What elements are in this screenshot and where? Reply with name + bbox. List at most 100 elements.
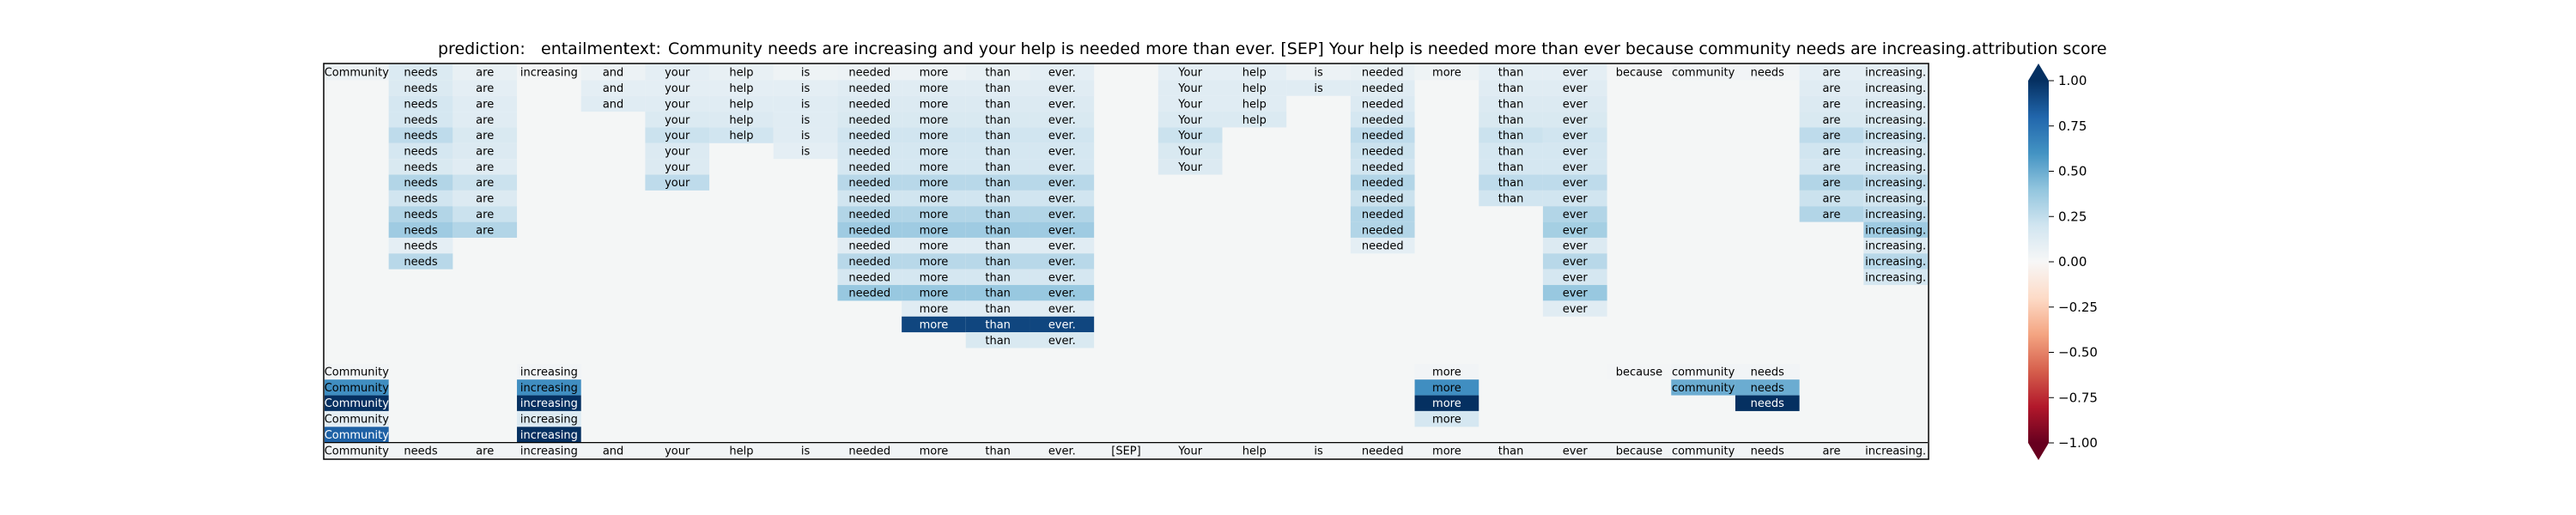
token-label: than bbox=[1498, 114, 1524, 127]
heatmap-cell bbox=[1030, 112, 1095, 128]
token-label: needs bbox=[404, 177, 437, 190]
heatmap-cell bbox=[1222, 112, 1287, 128]
token-label: more bbox=[920, 209, 949, 221]
heatmap-cell bbox=[517, 363, 581, 380]
heatmap-cell bbox=[965, 142, 1030, 160]
token-label: increasing. bbox=[1865, 67, 1926, 80]
token-label: Your bbox=[1177, 145, 1202, 158]
token-label: [SEP] bbox=[1111, 445, 1140, 457]
token-label: are bbox=[1822, 67, 1840, 80]
token-label: ever bbox=[1563, 256, 1589, 269]
token-label: Community bbox=[325, 382, 390, 395]
heatmap-cell bbox=[965, 174, 1030, 191]
token-label: needs bbox=[404, 130, 437, 142]
token-label: are bbox=[476, 67, 494, 80]
colorbar-tick-label: 0.00 bbox=[2058, 254, 2087, 270]
token-label: needed bbox=[848, 161, 890, 174]
heatmap-cell bbox=[1350, 206, 1415, 222]
heatmap-cell bbox=[773, 142, 838, 160]
heatmap-cell bbox=[1735, 64, 1800, 81]
token-label: are bbox=[476, 177, 494, 190]
token-label: needs bbox=[1751, 397, 1784, 410]
heatmap-cell bbox=[1222, 442, 1287, 458]
token-label: more bbox=[1432, 67, 1461, 80]
heatmap-cell bbox=[902, 112, 966, 128]
token-label: increasing. bbox=[1865, 114, 1926, 127]
token-label: increasing. bbox=[1865, 193, 1926, 206]
token-label: needed bbox=[1362, 224, 1404, 237]
heatmap-cell bbox=[1030, 80, 1095, 96]
heatmap-cell bbox=[1799, 206, 1864, 222]
token-label: are bbox=[1822, 82, 1840, 95]
token-label: needed bbox=[1362, 82, 1404, 95]
token-label: are bbox=[476, 209, 494, 221]
heatmap-cell bbox=[902, 269, 966, 286]
heatmap-cell bbox=[1863, 112, 1928, 128]
heatmap-cell bbox=[1414, 395, 1479, 411]
heatmap-cell bbox=[965, 442, 1030, 458]
token-label: needed bbox=[848, 209, 890, 221]
heatmap-cell bbox=[902, 285, 966, 301]
token-label: more bbox=[920, 114, 949, 127]
token-label: Community bbox=[325, 397, 390, 410]
token-label: more bbox=[920, 98, 949, 111]
token-label: help bbox=[1242, 82, 1267, 95]
token-label: needed bbox=[848, 67, 890, 80]
heatmap-cell bbox=[837, 142, 902, 160]
token-label: more bbox=[1432, 382, 1461, 395]
heatmap-cell bbox=[1030, 95, 1095, 112]
heatmap-cell bbox=[965, 95, 1030, 112]
heatmap-cell bbox=[1479, 112, 1543, 128]
token-label: than bbox=[1498, 193, 1524, 206]
heatmap-cell bbox=[453, 80, 518, 96]
heatmap-cell bbox=[837, 95, 902, 112]
heatmap-cell bbox=[837, 237, 902, 254]
heatmap-cell bbox=[902, 64, 966, 81]
heatmap-cell bbox=[1863, 442, 1928, 458]
heatmap-cell bbox=[1157, 80, 1223, 96]
token-label: increasing. bbox=[1865, 271, 1926, 284]
heatmap-cell bbox=[388, 80, 453, 96]
heatmap-cell bbox=[902, 80, 966, 96]
heatmap-cell bbox=[453, 142, 518, 160]
heatmap-cell bbox=[773, 442, 838, 458]
heatmap-cell bbox=[325, 427, 389, 443]
token-label: ever. bbox=[1048, 303, 1076, 316]
token-label: needs bbox=[404, 161, 437, 174]
token-label: than bbox=[985, 224, 1011, 237]
token-label: than bbox=[985, 82, 1011, 95]
heatmap-cell bbox=[1286, 80, 1351, 96]
token-label: Your bbox=[1177, 445, 1202, 457]
heatmap-cell bbox=[517, 379, 581, 396]
heatmap-cell bbox=[1350, 190, 1415, 207]
token-label: are bbox=[1822, 177, 1840, 190]
token-label: needs bbox=[1751, 367, 1784, 379]
heatmap-cell bbox=[1350, 221, 1415, 238]
heatmap-cell bbox=[1863, 269, 1928, 286]
heatmap-cell bbox=[1350, 442, 1415, 458]
heatmap-cell bbox=[453, 221, 518, 238]
token-label: needs bbox=[1751, 382, 1784, 395]
heatmap-cell bbox=[902, 253, 966, 270]
heatmap-cell bbox=[1542, 237, 1607, 254]
heatmap-cell bbox=[645, 95, 710, 112]
token-label: more bbox=[1432, 414, 1461, 427]
token-label: ever bbox=[1563, 114, 1589, 127]
heatmap-cell bbox=[902, 442, 966, 458]
heatmap-cell bbox=[453, 159, 518, 175]
token-label: than bbox=[1498, 82, 1524, 95]
token-label: is bbox=[1314, 82, 1323, 95]
heatmap-cell bbox=[1671, 363, 1735, 380]
heatmap-cell bbox=[1222, 80, 1287, 96]
token-label: because bbox=[1616, 367, 1662, 379]
heatmap-cell bbox=[1542, 190, 1607, 207]
heatmap-cell bbox=[1414, 410, 1479, 427]
token-label: than bbox=[985, 209, 1011, 221]
token-label: your bbox=[665, 161, 690, 174]
heatmap-cell bbox=[902, 221, 966, 238]
heatmap-cell bbox=[709, 442, 774, 458]
token-label: than bbox=[985, 67, 1011, 80]
heatmap-cell bbox=[773, 127, 838, 143]
heatmap-cell bbox=[453, 127, 518, 143]
heatmap-cell bbox=[837, 285, 902, 301]
